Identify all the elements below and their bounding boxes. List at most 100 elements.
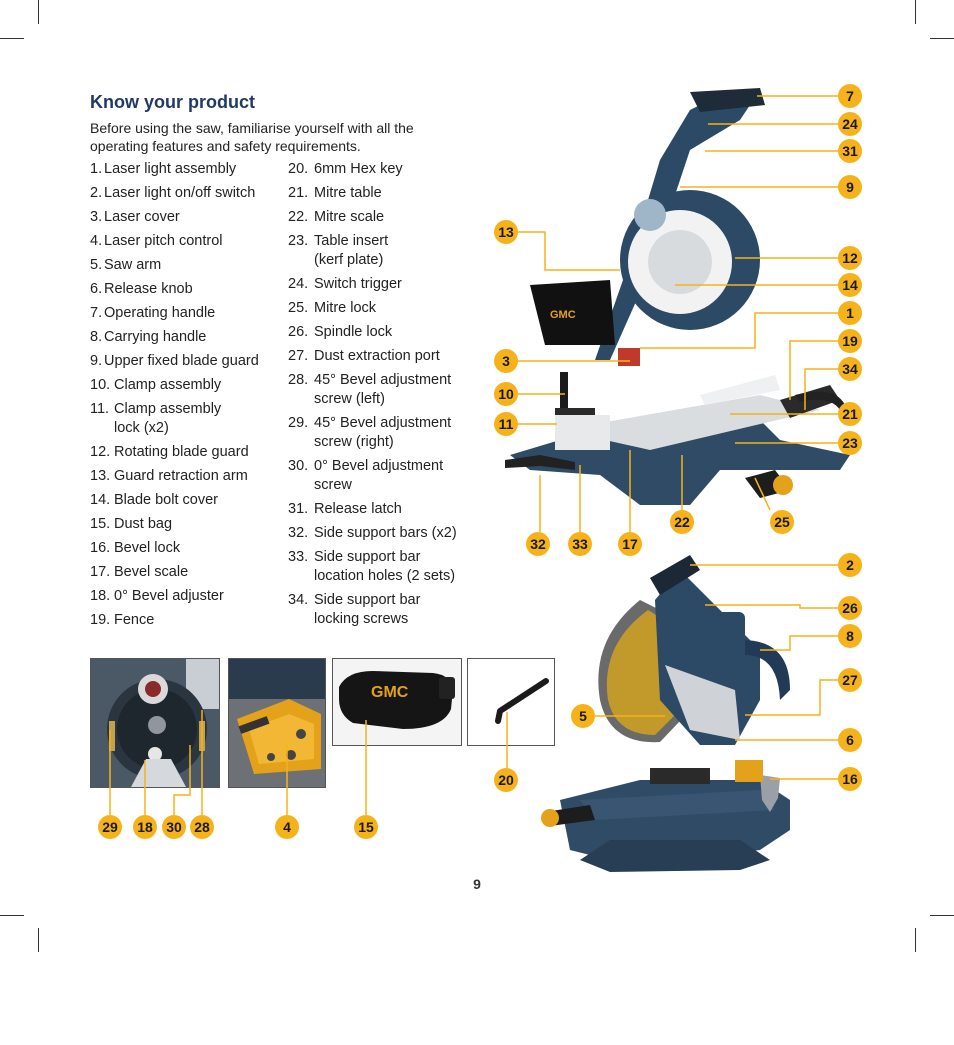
list-item-number: 1. (90, 161, 103, 177)
parts-list-left: 1.Laser light assembly 2.Laser light on/o… (90, 160, 290, 635)
list-item: 23.Table insert (kerf plate) (288, 232, 468, 270)
list-item-number: 20. (288, 161, 309, 177)
list-item-label: Side support bar location holes (2 sets) (314, 549, 456, 584)
callout-20: 20 (494, 768, 518, 792)
callout-23: 23 (838, 431, 862, 455)
list-item-label: 45° Bevel adjustment screw (right) (314, 415, 452, 450)
list-item: 27. Dust extraction port (288, 347, 468, 366)
list-item-label: Clamp assembly lock (x2) (114, 401, 222, 436)
list-item-label: Release latch (314, 501, 402, 517)
list-item: 11.Clamp assembly lock (x2) (90, 400, 290, 438)
list-item-number: 34. (288, 592, 309, 608)
list-item: 20. 6mm Hex key (288, 160, 468, 179)
list-item-label: Bevel scale (114, 564, 189, 580)
list-item: 7.Operating handle (90, 304, 290, 323)
list-item-label: Mitre scale (314, 209, 385, 225)
callout-17: 17 (618, 532, 642, 556)
list-item-number: 27. (288, 348, 309, 364)
crop-mark (915, 928, 916, 952)
list-item: 30. 0° Bevel adjustment screw (288, 457, 468, 495)
bevel-adjuster-photo (90, 658, 220, 788)
callout-10: 10 (494, 382, 518, 406)
list-item-label: Laser pitch control (104, 233, 223, 249)
crop-mark (38, 0, 39, 24)
page-number: 9 (473, 876, 481, 892)
list-item-label: Clamp assembly (114, 377, 222, 393)
list-item-label: Table insert (kerf plate) (314, 233, 389, 268)
intro-text: Before using the saw, familiarise yourse… (90, 120, 414, 154)
list-item: 22. Mitre scale (288, 208, 468, 227)
callout-32: 32 (526, 532, 550, 556)
list-item-number: 30. (288, 458, 309, 474)
list-item: 18.0° Bevel adjuster (90, 587, 290, 606)
page-title: Know your product (90, 92, 255, 112)
crop-mark (930, 38, 954, 39)
list-item-label: Carrying handle (104, 329, 207, 345)
list-item: 4.Laser pitch control (90, 232, 290, 251)
list-item-number: 26. (288, 324, 309, 340)
list-item-number: 22. (288, 209, 309, 225)
list-item: 16.Bevel lock (90, 539, 290, 558)
list-item: 15.Dust bag (90, 515, 290, 534)
callout-33: 33 (568, 532, 592, 556)
list-item-label: 0° Bevel adjustment screw (314, 458, 444, 493)
list-item-label: Saw arm (104, 257, 162, 273)
list-item: 32.Side support bars (x2) (288, 524, 468, 543)
crop-mark (0, 915, 24, 916)
list-item: 28. 45° Bevel adjustment screw (left) (288, 371, 468, 409)
callout-6: 6 (838, 728, 862, 752)
list-item-number: 28. (288, 372, 309, 388)
list-item-number: 2. (90, 185, 103, 201)
list-item: 6.Release knob (90, 280, 290, 299)
list-item-label: Laser light assembly (104, 161, 237, 177)
callout-16: 16 (838, 767, 862, 791)
list-item-number: 13. (90, 468, 111, 484)
list-item: 10.Clamp assembly (90, 376, 290, 395)
list-item-number: 7. (90, 305, 103, 321)
list-item-number: 16. (90, 540, 111, 556)
list-item: 34.Side support bar locking screws (288, 591, 468, 629)
list-item-label: Dust bag (114, 516, 173, 532)
list-item: 25.Mitre lock (288, 299, 468, 318)
callout-2: 2 (838, 553, 862, 577)
list-item: 29.45° Bevel adjustment screw (right) (288, 414, 468, 452)
callout-14: 14 (838, 273, 862, 297)
hex-key-image (495, 678, 549, 724)
list-item-label: Upper fixed blade guard (104, 353, 259, 369)
callout-12: 12 (838, 246, 862, 270)
list-item-label: Switch trigger (314, 276, 402, 292)
crop-mark (38, 928, 39, 952)
list-item: 2.Laser light on/off switch (90, 184, 290, 203)
callout-25: 25 (770, 510, 794, 534)
gmc-logo-text: GMC (371, 684, 409, 701)
list-item-number: 21. (288, 185, 309, 201)
list-item-label: Dust extraction port (314, 348, 440, 364)
parts-list-right: 20. 6mm Hex key 21.Mitre table 22. Mitre sca… (288, 160, 468, 634)
list-item-label: Bevel lock (114, 540, 181, 556)
list-item-label: 45° Bevel adjustment screw (left) (314, 372, 452, 407)
list-item: 14.Blade bolt cover (90, 491, 290, 510)
callout-34: 34 (838, 357, 862, 381)
list-item-number: 10. (90, 377, 111, 393)
list-item: 9.Upper fixed blade guard (90, 352, 290, 371)
callout-27: 27 (838, 668, 862, 692)
crop-mark (930, 915, 954, 916)
list-item-number: 4. (90, 233, 103, 249)
list-item: 26.Spindle lock (288, 323, 468, 342)
dust-bag-image: GMC (333, 659, 461, 745)
list-item-number: 15. (90, 516, 111, 532)
laser-pitch-image (229, 659, 325, 787)
list-item-label: 6mm Hex key (314, 161, 403, 177)
list-item-number: 12. (90, 444, 111, 460)
list-item-label: 0° Bevel adjuster (114, 588, 224, 604)
callout-4: 4 (275, 815, 299, 839)
gmc-logo-bag: GMC (550, 309, 576, 321)
list-item-label: Rotating blade guard (114, 444, 249, 460)
list-item-number: 6. (90, 281, 103, 297)
list-item: 21.Mitre table (288, 184, 468, 203)
callout-3: 3 (494, 349, 518, 373)
callout-9: 9 (838, 175, 862, 199)
callout-15: 15 (354, 815, 378, 839)
list-item-number: 25. (288, 300, 309, 316)
list-item-number: 14. (90, 492, 111, 508)
